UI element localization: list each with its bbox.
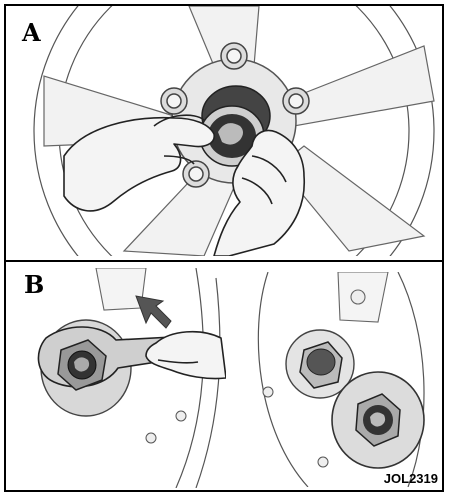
wheel-center-cap-removal-icon [4,6,444,256]
locking-wheel-nut-and-hub-icon [228,272,443,487]
arrow-up-left-icon [136,296,171,328]
figure-code-label: JOL2319 [384,471,438,486]
wrench-on-locking-wheel-nut-icon [6,268,226,488]
panel-divider [4,260,444,262]
